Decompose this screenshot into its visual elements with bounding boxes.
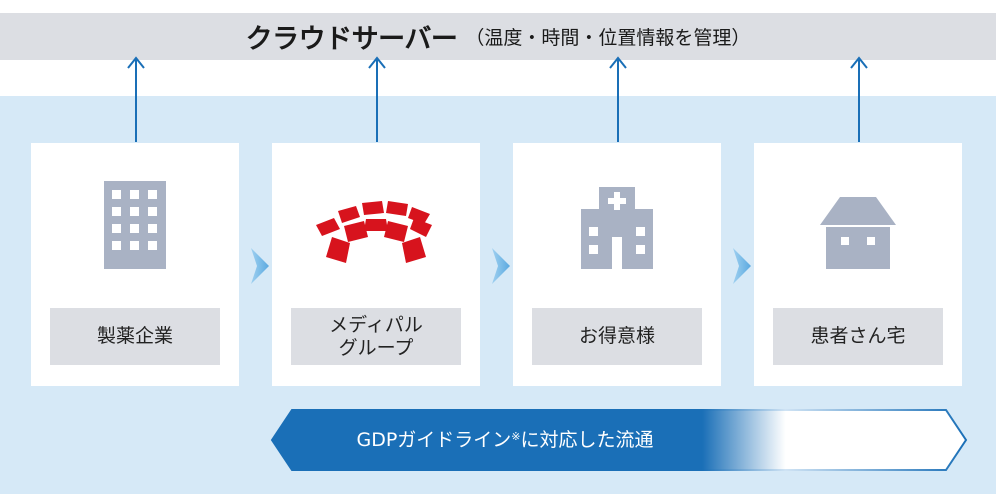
stage-label: お得意様	[532, 308, 702, 365]
stage-label-text-line1: メディパル	[329, 313, 423, 336]
stage-label-text: 製薬企業	[96, 325, 173, 347]
up-arrow-icon	[368, 56, 386, 142]
medipal-logo-icon	[316, 201, 432, 263]
cloud-server-title: クラウドサーバー	[245, 24, 458, 55]
stage-label: メディパル グループ	[291, 308, 461, 365]
cloud-server-bar: クラウドサーバー （温度・時間・位置情報を管理）	[0, 13, 996, 60]
gdp-flow-label-rest: に対応した流通	[520, 429, 654, 451]
gdp-flow-label: GDPガイドライン※に対応した流通	[310, 426, 700, 454]
house-icon	[820, 197, 896, 269]
up-arrow-icon	[850, 56, 868, 142]
hospital-icon	[581, 187, 653, 269]
up-arrow-icon	[609, 56, 627, 142]
office-building-icon	[104, 181, 166, 269]
stage-card-customers: お得意様	[513, 143, 721, 386]
flow-chevron-icon	[492, 248, 510, 284]
flow-chevron-icon	[251, 248, 269, 284]
stage-card-pharma: 製薬企業	[31, 143, 239, 386]
gdp-flow-arrow	[270, 409, 968, 471]
gdp-flow-label-main: GDPガイドライン	[356, 429, 512, 451]
up-arrow-icon	[127, 56, 145, 142]
gdp-footnote-mark: ※	[511, 430, 521, 443]
stage-label-text-line2: グループ	[338, 336, 414, 359]
stage-label-text: お得意様	[578, 325, 655, 347]
flow-chevron-icon	[733, 248, 751, 284]
stage-label-text: 患者さん宅	[810, 325, 906, 347]
stage-label: 患者さん宅	[773, 308, 943, 365]
stage-card-patient-home: 患者さん宅	[754, 143, 962, 386]
stage-label: 製薬企業	[50, 308, 220, 365]
stage-card-medipal: メディパル グループ	[272, 143, 480, 386]
cloud-server-subtitle: （温度・時間・位置情報を管理）	[465, 27, 751, 49]
